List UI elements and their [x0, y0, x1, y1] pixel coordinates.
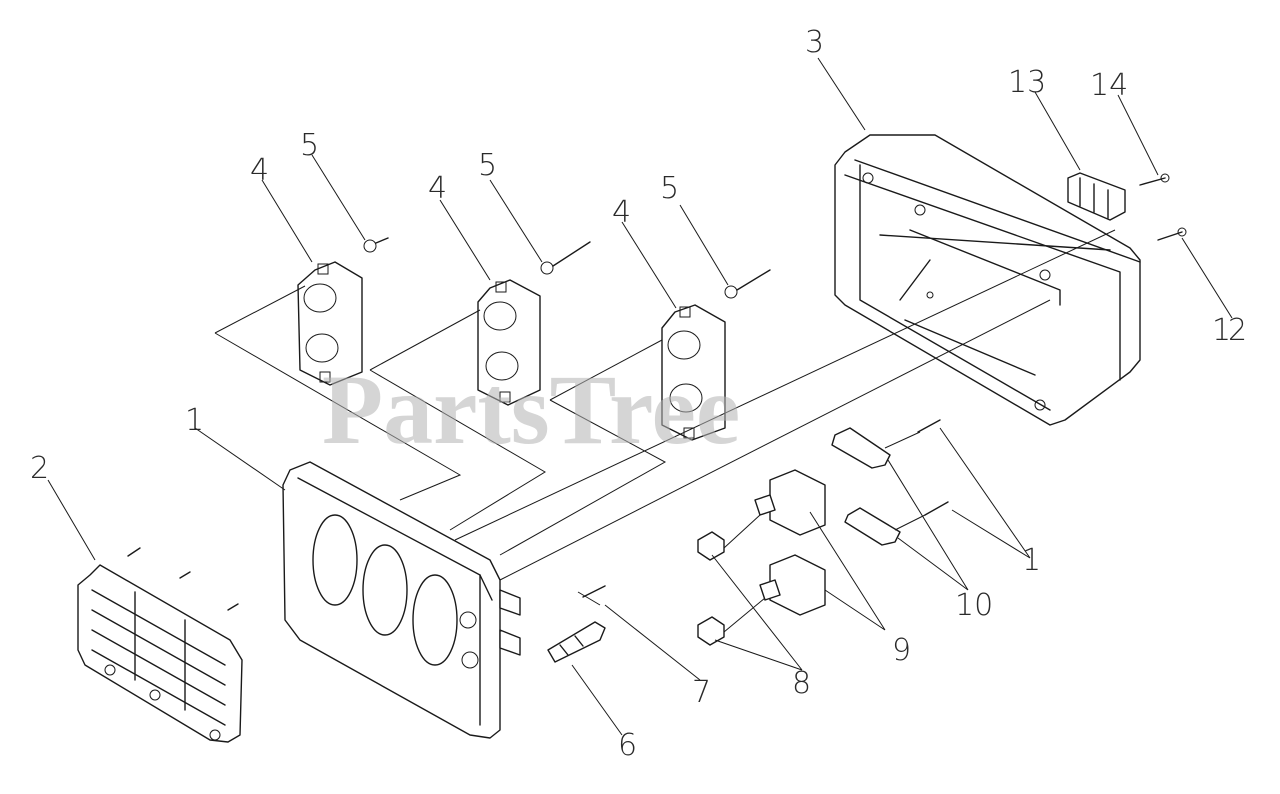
- part-1-front-panel: [282, 461, 521, 739]
- assembly-guide-lines: [214, 229, 1116, 581]
- part-11-screw-b: [924, 501, 949, 516]
- part-7-screw: [582, 585, 606, 598]
- callout-labels: 3 13 14 1 2 4 5 4 5 4 5 1 2 6 7 8 9 10 1: [30, 25, 1247, 763]
- callout-2: 2: [30, 451, 49, 486]
- callout-5-b: 5: [478, 148, 497, 183]
- part-5-nut-a: [363, 239, 377, 253]
- part-8-caps: [697, 531, 725, 646]
- part-5-nut-c: [724, 285, 738, 299]
- callout-8: 8: [792, 666, 811, 701]
- callout-12-b: 2: [1228, 313, 1247, 348]
- callout-6: 6: [618, 728, 637, 763]
- callout-4-c: 4: [612, 195, 631, 230]
- leader-lines: [47, 57, 1233, 736]
- callout-3: 3: [805, 25, 824, 60]
- callout-14: 14: [1090, 68, 1128, 103]
- part-6-connector: [547, 621, 606, 663]
- callout-7: 7: [692, 675, 711, 710]
- callout-5-c: 5: [660, 171, 679, 206]
- part-5-nut-b: [540, 261, 554, 275]
- callout-4-a: 4: [250, 153, 269, 188]
- callout-1: 1: [185, 403, 204, 438]
- watermark-text: PartsTree: [322, 354, 740, 465]
- callout-13: 13: [1008, 65, 1046, 100]
- part-3-housing: [834, 134, 1141, 426]
- part-4-receptacle-c: [661, 304, 726, 441]
- part-11-screw-a: [917, 419, 941, 433]
- part-13-terminal-block: [1067, 172, 1126, 221]
- callout-9: 9: [892, 633, 911, 668]
- part-9-breakers: [723, 469, 826, 633]
- callout-4-b: 4: [428, 171, 447, 206]
- part-2-cover-plate: [77, 547, 243, 743]
- callout-10: 10: [955, 588, 993, 623]
- part-10-switches: [831, 427, 901, 546]
- callout-5-a: 5: [300, 128, 319, 163]
- part-12-screw-head: [1177, 227, 1187, 237]
- part-14-screw-head: [1160, 173, 1170, 183]
- part-4-receptacle-a: [297, 261, 363, 386]
- part-4-receptacle-b: [477, 279, 541, 406]
- callout-11: 1: [1022, 543, 1041, 578]
- callout-12: 1: [1212, 313, 1231, 348]
